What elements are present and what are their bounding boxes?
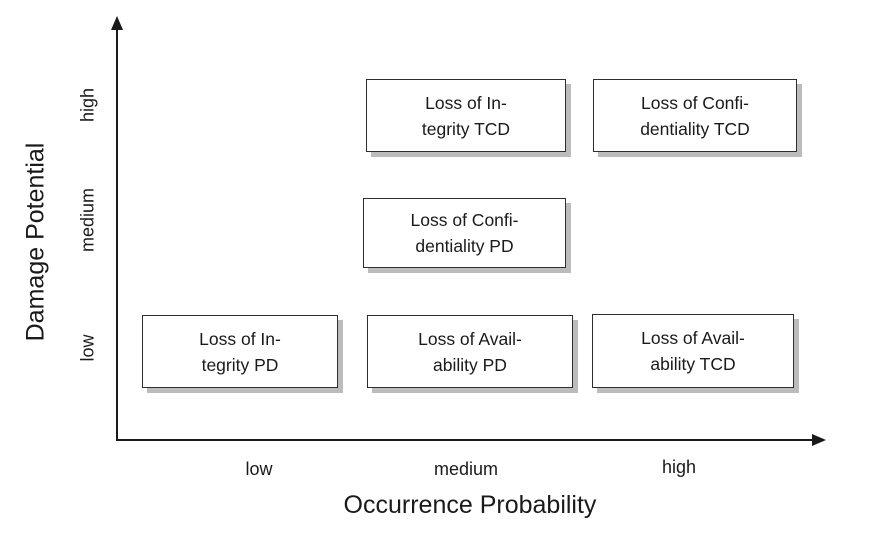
y-tick-low: low: [77, 334, 98, 362]
y-tick-medium: medium: [77, 187, 98, 253]
node-loss-of-availability-pd: Loss of Avail- ability PD: [367, 315, 573, 388]
node-loss-of-confidentiality-tcd: Loss of Confi- dentiality TCD: [593, 79, 797, 152]
node-label-line: tegrity TCD: [421, 118, 511, 139]
node-label-line: ability PD: [433, 354, 507, 375]
x-tick-medium: medium: [433, 459, 499, 479]
node-loss-of-availability-tcd: Loss of Avail- ability TCD: [592, 314, 794, 388]
y-axis-line: [116, 28, 118, 441]
node-label-line: Loss of Avail-: [418, 328, 522, 349]
node-label-line: dentiality TCD: [640, 118, 750, 139]
y-axis-arrow-icon: [111, 16, 123, 30]
node-label-line: Loss of Confi-: [410, 210, 519, 230]
node-loss-of-integrity-pd: Loss of In- tegrity PD: [142, 315, 338, 388]
x-axis-line: [116, 439, 814, 441]
node-loss-of-integrity-tcd: Loss of In- tegrity TCD: [366, 79, 566, 152]
node-label-line: Loss of In-: [425, 92, 507, 113]
node-label-line: Loss of In-: [199, 328, 281, 349]
node-label-line: tegrity PD: [201, 354, 279, 375]
x-axis-arrow-icon: [812, 434, 826, 446]
x-tick-low: low: [245, 459, 273, 479]
node-label-line: ability TCD: [650, 354, 736, 374]
x-tick-high: high: [661, 457, 697, 477]
x-axis-title: Occurrence Probability: [343, 491, 597, 519]
y-axis-title: Damage Potential: [21, 142, 50, 342]
node-loss-of-confidentiality-pd: Loss of Confi- dentiality PD: [363, 198, 566, 268]
node-label-line: Loss of Avail-: [641, 328, 745, 348]
node-label-line: Loss of Confi-: [641, 92, 749, 113]
node-label-line: dentiality PD: [415, 236, 514, 256]
y-tick-high: high: [77, 87, 98, 123]
